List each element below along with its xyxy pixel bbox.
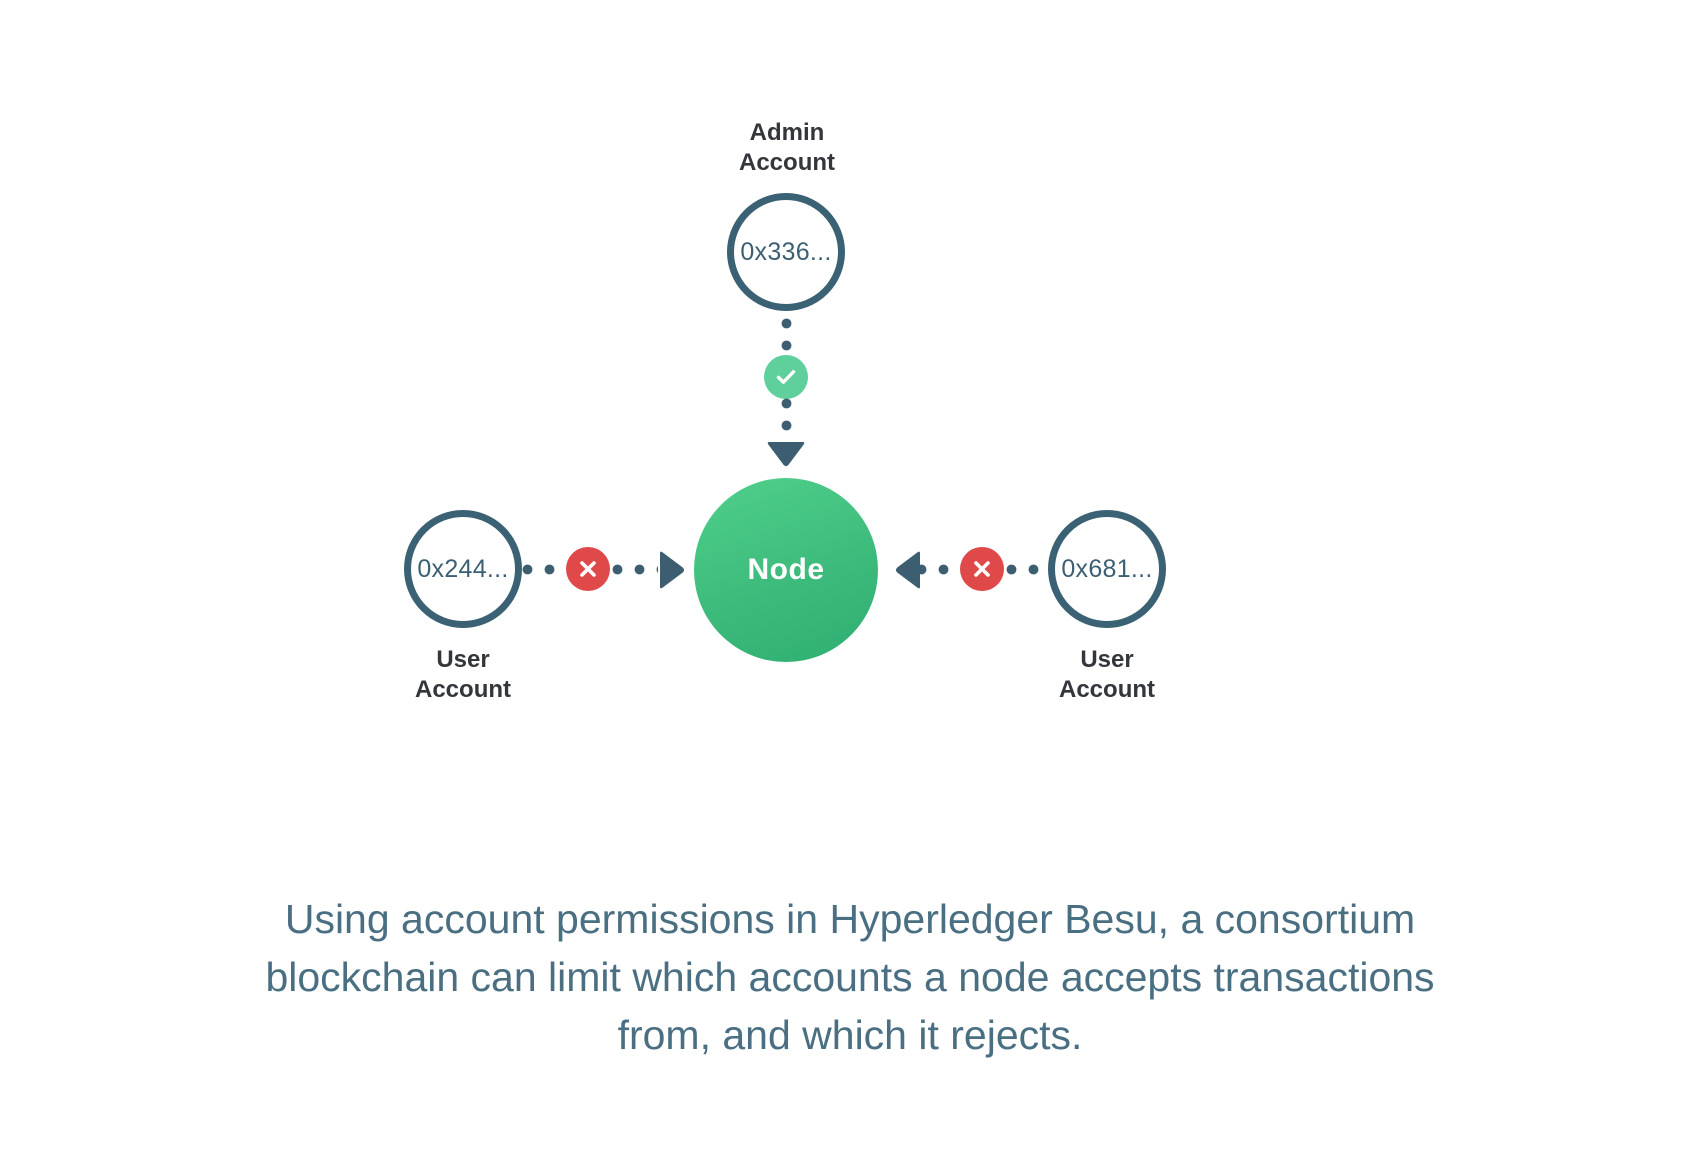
admin-account-node[interactable]: 0x336... bbox=[727, 193, 845, 311]
left-user-account-node[interactable]: 0x244... bbox=[404, 510, 522, 628]
right-deny-x-badge[interactable] bbox=[960, 547, 1004, 591]
right-connector-dotted-line-inner bbox=[916, 564, 962, 575]
diagram-caption: Using account permissions in Hyperledger… bbox=[265, 896, 1435, 1059]
left-deny-x-badge[interactable] bbox=[566, 547, 610, 591]
check-icon bbox=[776, 370, 796, 384]
admin-account-label: Admin Account bbox=[739, 119, 835, 176]
right-connector-dotted-line-outer bbox=[1006, 564, 1052, 575]
permissions-diagram: Admin Account 0x336... Node 0x244... bbox=[404, 119, 1166, 703]
admin-connector-lower-dotted-line bbox=[781, 398, 792, 450]
admin-account-address: 0x336... bbox=[740, 237, 832, 266]
left-user-account-address: 0x244... bbox=[417, 554, 509, 583]
x-icon bbox=[974, 561, 990, 577]
left-connector-dotted-line-outer bbox=[612, 564, 658, 575]
node-circle[interactable]: Node bbox=[694, 478, 878, 662]
right-to-node-arrowhead bbox=[894, 550, 922, 595]
right-user-account-node[interactable]: 0x681... bbox=[1048, 510, 1166, 628]
admin-to-node-arrowhead bbox=[766, 440, 806, 473]
left-connector-dotted-line-inner bbox=[522, 564, 568, 575]
left-user-account-label: User Account bbox=[415, 646, 511, 703]
node-label: Node bbox=[747, 553, 825, 586]
admin-connector-upper-dotted-line bbox=[781, 318, 792, 366]
x-icon bbox=[580, 561, 596, 577]
allow-check-badge[interactable] bbox=[764, 355, 808, 399]
right-user-account-label: User Account bbox=[1059, 646, 1155, 703]
left-to-node-arrowhead bbox=[658, 550, 686, 595]
right-user-account-address: 0x681... bbox=[1061, 554, 1153, 583]
